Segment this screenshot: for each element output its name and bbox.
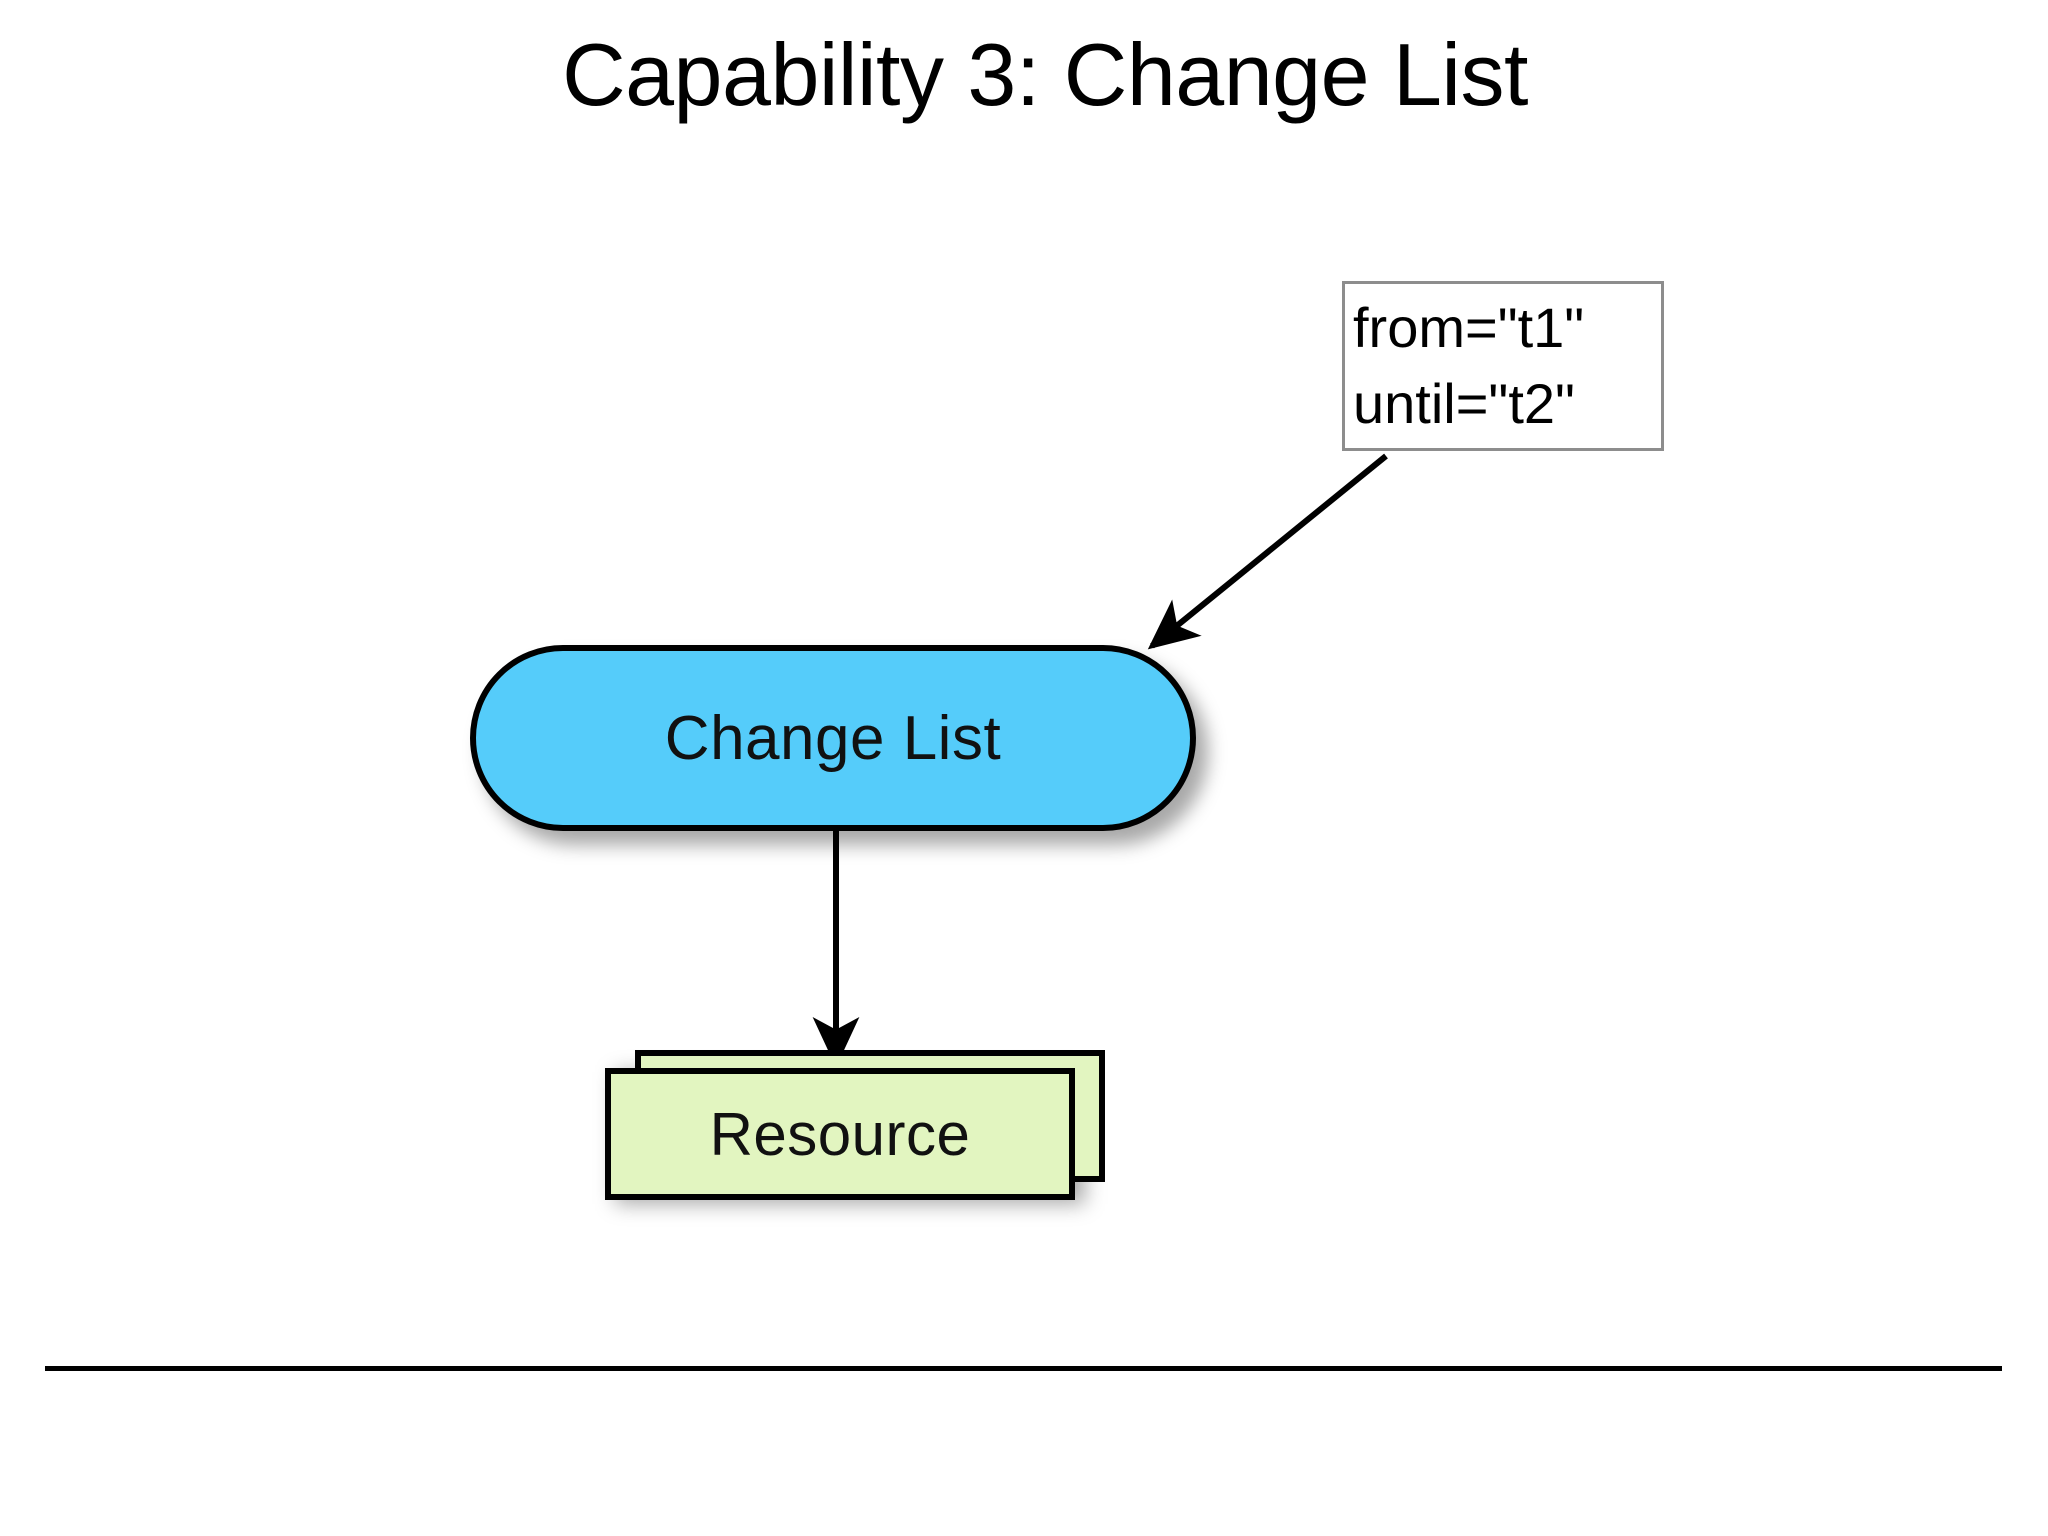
callout-box: from="t1" until="t2" (1342, 281, 1664, 451)
capsule-shape: Change List (470, 645, 1196, 831)
node-change-list-label: Change List (664, 703, 1002, 773)
page-title: Capability 3: Change List (562, 25, 1528, 124)
node-resource-label: Resource (709, 1100, 971, 1168)
callout-line-from: from="t1" (1353, 296, 1585, 359)
node-resource: Resource (605, 1050, 1105, 1220)
footer: OPEN ARCHIVES NISO How the information w… (0, 1366, 2048, 1536)
resource-card-front: Resource (605, 1068, 1075, 1200)
diagram-arrows (812, 453, 1388, 1068)
footer-divider (45, 1366, 2002, 1371)
callout-line-until: until="t2" (1353, 372, 1575, 435)
node-change-list: Change List (470, 645, 1208, 845)
arrow-callout-to-change-list (1147, 453, 1388, 650)
diagram-container: from="t1" until="t2" Change List Resourc… (470, 281, 1664, 1220)
